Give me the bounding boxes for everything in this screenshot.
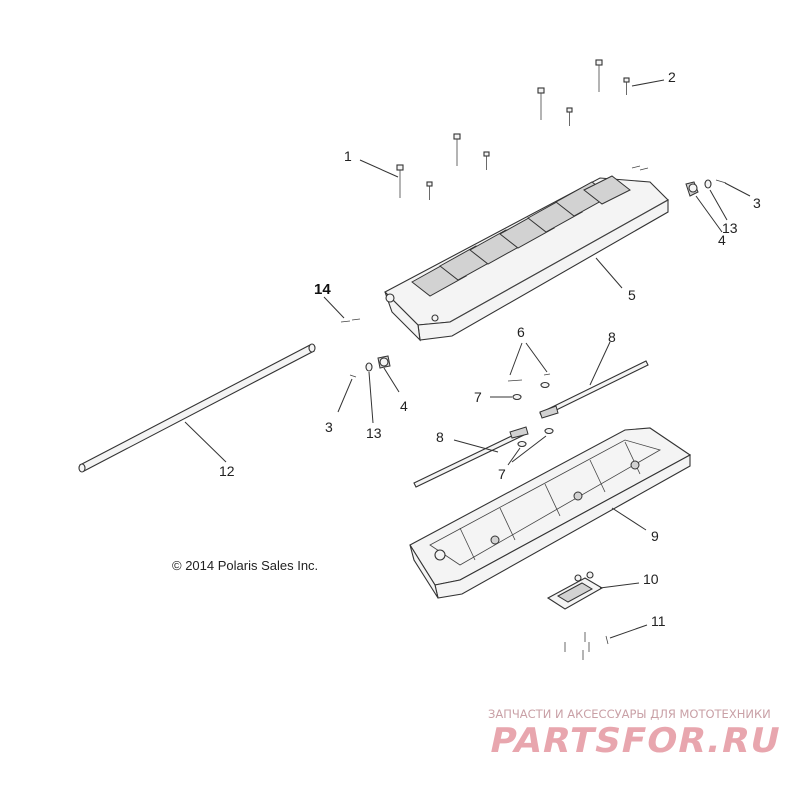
callout-4: 4	[718, 232, 726, 248]
callout-9: 9	[651, 528, 659, 544]
callout-6: 6	[517, 324, 525, 340]
watermark: ЗАПЧАСТИ И АКСЕССУАРЫ ДЛЯ МОТОТЕХНИКИ PA…	[486, 707, 784, 761]
left-hardware	[340, 318, 391, 378]
tray-pads	[411, 175, 631, 297]
leader-lines	[184, 79, 751, 639]
bolt-icon	[623, 77, 630, 95]
part-12-rod	[78, 343, 316, 473]
parts-6-7-8	[413, 360, 649, 488]
part-9-lower-housing	[409, 427, 692, 599]
bolt-icon	[396, 164, 404, 198]
callout-5: 5	[628, 287, 636, 303]
watermark-tagline: ЗАПЧАСТИ И АКСЕССУАРЫ ДЛЯ МОТОТЕХНИКИ	[488, 707, 771, 721]
part-10-latch	[546, 571, 604, 610]
right-hardware	[685, 179, 727, 197]
callout-13: 13	[366, 425, 382, 441]
bolt-icon	[566, 107, 573, 126]
callout-8: 8	[608, 329, 616, 345]
bolt-icon	[595, 59, 603, 92]
callout-4: 4	[400, 398, 408, 414]
callout-2: 2	[668, 69, 676, 85]
callouts: 1 2 3 4 13 5 14 6 8 7 3 13 4 8 7 12 9 10…	[219, 69, 761, 629]
callout-10: 10	[643, 571, 659, 587]
callout-11: 11	[651, 613, 666, 629]
bolt-icon	[537, 87, 545, 120]
callout-3: 3	[325, 419, 333, 435]
copyright-notice: © 2014 Polaris Sales Inc.	[172, 558, 318, 573]
callout-3: 3	[753, 195, 761, 211]
bolts-1-2	[396, 59, 649, 200]
bolt-icon	[426, 181, 433, 200]
callout-13: 13	[722, 220, 738, 236]
bolt-icon	[483, 151, 490, 170]
part-11-screws	[564, 632, 609, 660]
bolt-icon	[453, 133, 461, 166]
callout-12: 12	[219, 463, 235, 479]
callout-8: 8	[436, 429, 444, 445]
callout-7: 7	[474, 389, 482, 405]
watermark-logo: PARTSFOR.RU	[486, 721, 784, 761]
svg-text:PARTSFOR.RU: PARTSFOR.RU	[486, 721, 784, 761]
part-5-upper-tray	[384, 175, 669, 342]
callout-14: 14	[314, 281, 331, 298]
callout-1: 1	[344, 148, 352, 164]
small-screws-icon	[631, 165, 649, 171]
callout-7: 7	[498, 466, 506, 482]
